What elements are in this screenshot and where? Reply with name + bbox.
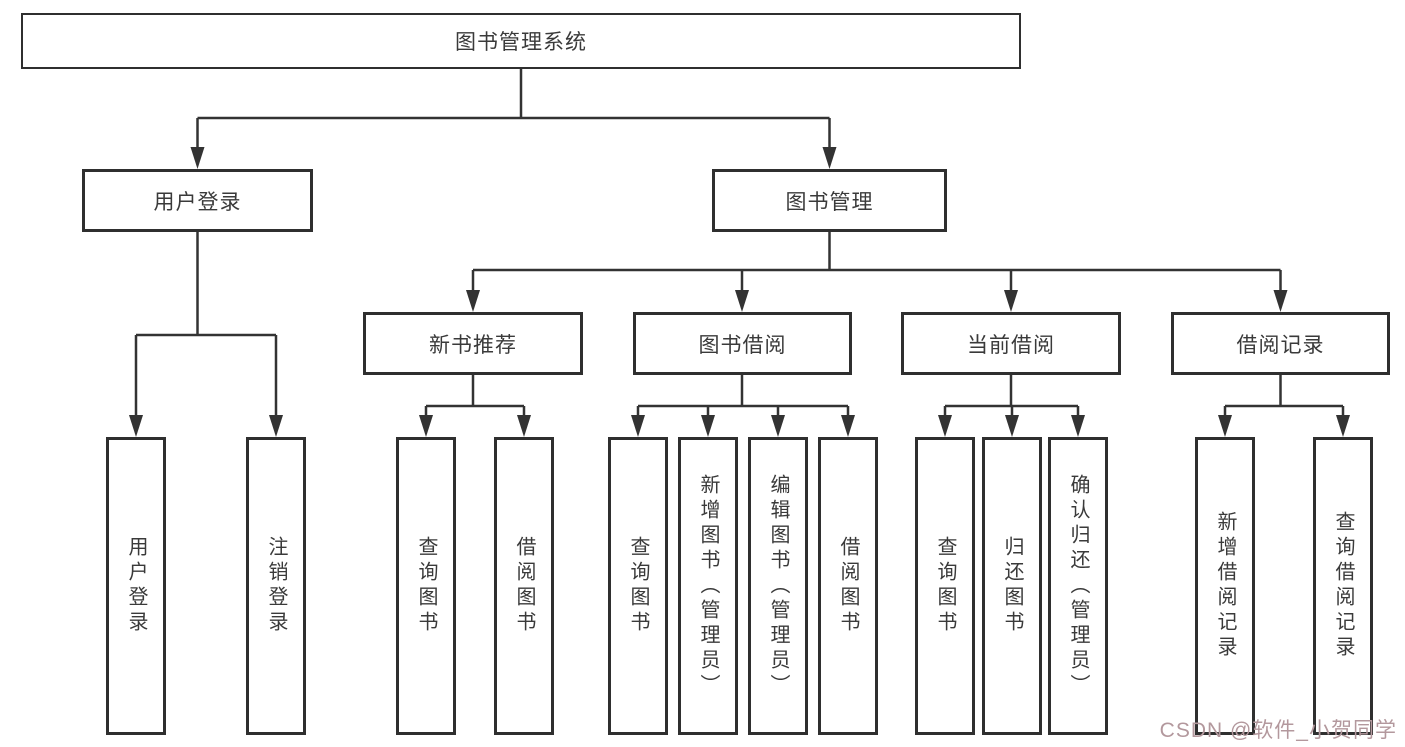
node-book-management: 图书管理	[712, 169, 947, 232]
node-book-borrow: 图书借阅	[633, 312, 852, 375]
leaf-user-login: 用户登录	[106, 437, 166, 735]
leaf-newbook-borrow-book: 借阅图书	[494, 437, 554, 735]
node-current-borrow: 当前借阅	[901, 312, 1121, 375]
leaf-current-confirm-return-admin: 确认归还（管理员）	[1048, 437, 1108, 735]
node-root: 图书管理系统	[21, 13, 1021, 69]
node-user-login: 用户登录	[82, 169, 313, 232]
leaf-borrow-borrow-book: 借阅图书	[818, 437, 878, 735]
leaf-borrow-query-book: 查询图书	[608, 437, 668, 735]
node-new-book-recommend: 新书推荐	[363, 312, 583, 375]
leaf-current-query-book: 查询图书	[915, 437, 975, 735]
leaf-current-return-book: 归还图书	[982, 437, 1042, 735]
csdn-watermark: CSDN @软件_小贺同学	[1159, 719, 1397, 742]
node-borrow-records: 借阅记录	[1171, 312, 1390, 375]
leaf-records-add-record: 新增借阅记录	[1195, 437, 1255, 735]
leaf-newbook-query-book: 查询图书	[396, 437, 456, 735]
leaf-borrow-add-book-admin: 新增图书（管理员）	[678, 437, 738, 735]
leaf-records-query-record: 查询借阅记录	[1313, 437, 1373, 735]
leaf-logout: 注销登录	[246, 437, 306, 735]
leaf-borrow-edit-book-admin: 编辑图书（管理员）	[748, 437, 808, 735]
